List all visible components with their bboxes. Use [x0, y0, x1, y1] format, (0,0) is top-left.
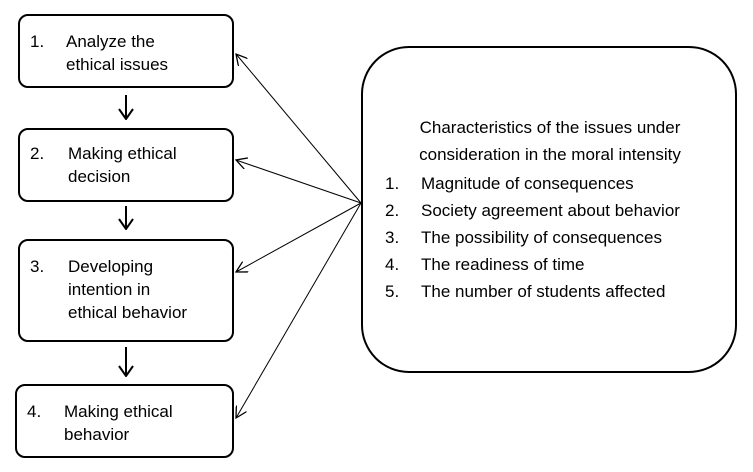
step-number: 1.: [30, 32, 45, 51]
characteristics-title: Characteristics of the issues under cons…: [419, 118, 681, 164]
item-number: 4.: [385, 255, 400, 274]
item-label: The possibility of consequences: [421, 228, 662, 247]
item-label: The number of students affected: [421, 282, 666, 301]
step-number: 3.: [30, 257, 45, 276]
item-number: 2.: [385, 201, 400, 220]
item-label: The readiness of time: [421, 255, 585, 274]
item-number: 5.: [385, 282, 400, 301]
step-number: 2.: [30, 144, 45, 163]
item-number: 3.: [385, 228, 400, 247]
influence-arrow-to-step-2: [236, 160, 362, 204]
step-box-analyze: 1. Analyze the ethical issues: [18, 14, 234, 88]
step-box-intention: 3. Developing intention in ethical behav…: [18, 239, 234, 342]
step-label: Making ethical decision: [68, 144, 177, 186]
influence-arrow-to-step-1: [236, 54, 362, 204]
step-box-decision: 2. Making ethical decision: [18, 128, 234, 202]
step-label: Making ethical behavior: [64, 402, 173, 444]
step-number: 4.: [27, 402, 42, 421]
influence-arrow-to-step-3: [236, 202, 362, 272]
step-label: Analyze the ethical issues: [66, 32, 169, 74]
item-label: Magnitude of consequences: [421, 174, 634, 193]
step-box-behavior: 4. Making ethical behavior: [15, 384, 234, 458]
characteristics-box: Characteristics of the issues under cons…: [361, 46, 737, 373]
item-label: Society agreement about behavior: [421, 201, 680, 220]
step-label: Developing intention in ethical behavior: [68, 257, 188, 322]
influence-arrow-to-step-4: [236, 202, 362, 418]
item-number: 1.: [385, 174, 400, 193]
